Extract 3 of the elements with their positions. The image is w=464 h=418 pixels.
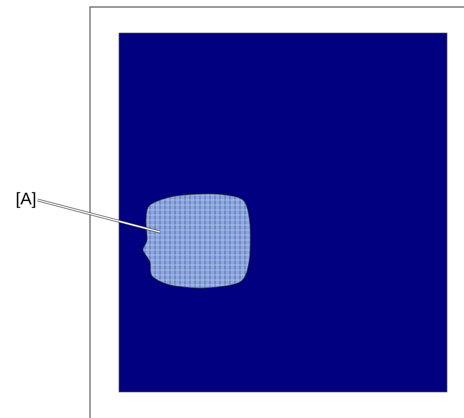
leader-line [37, 198, 160, 234]
stain-drawing [142, 194, 251, 288]
callout-label: [A] [16, 192, 36, 208]
